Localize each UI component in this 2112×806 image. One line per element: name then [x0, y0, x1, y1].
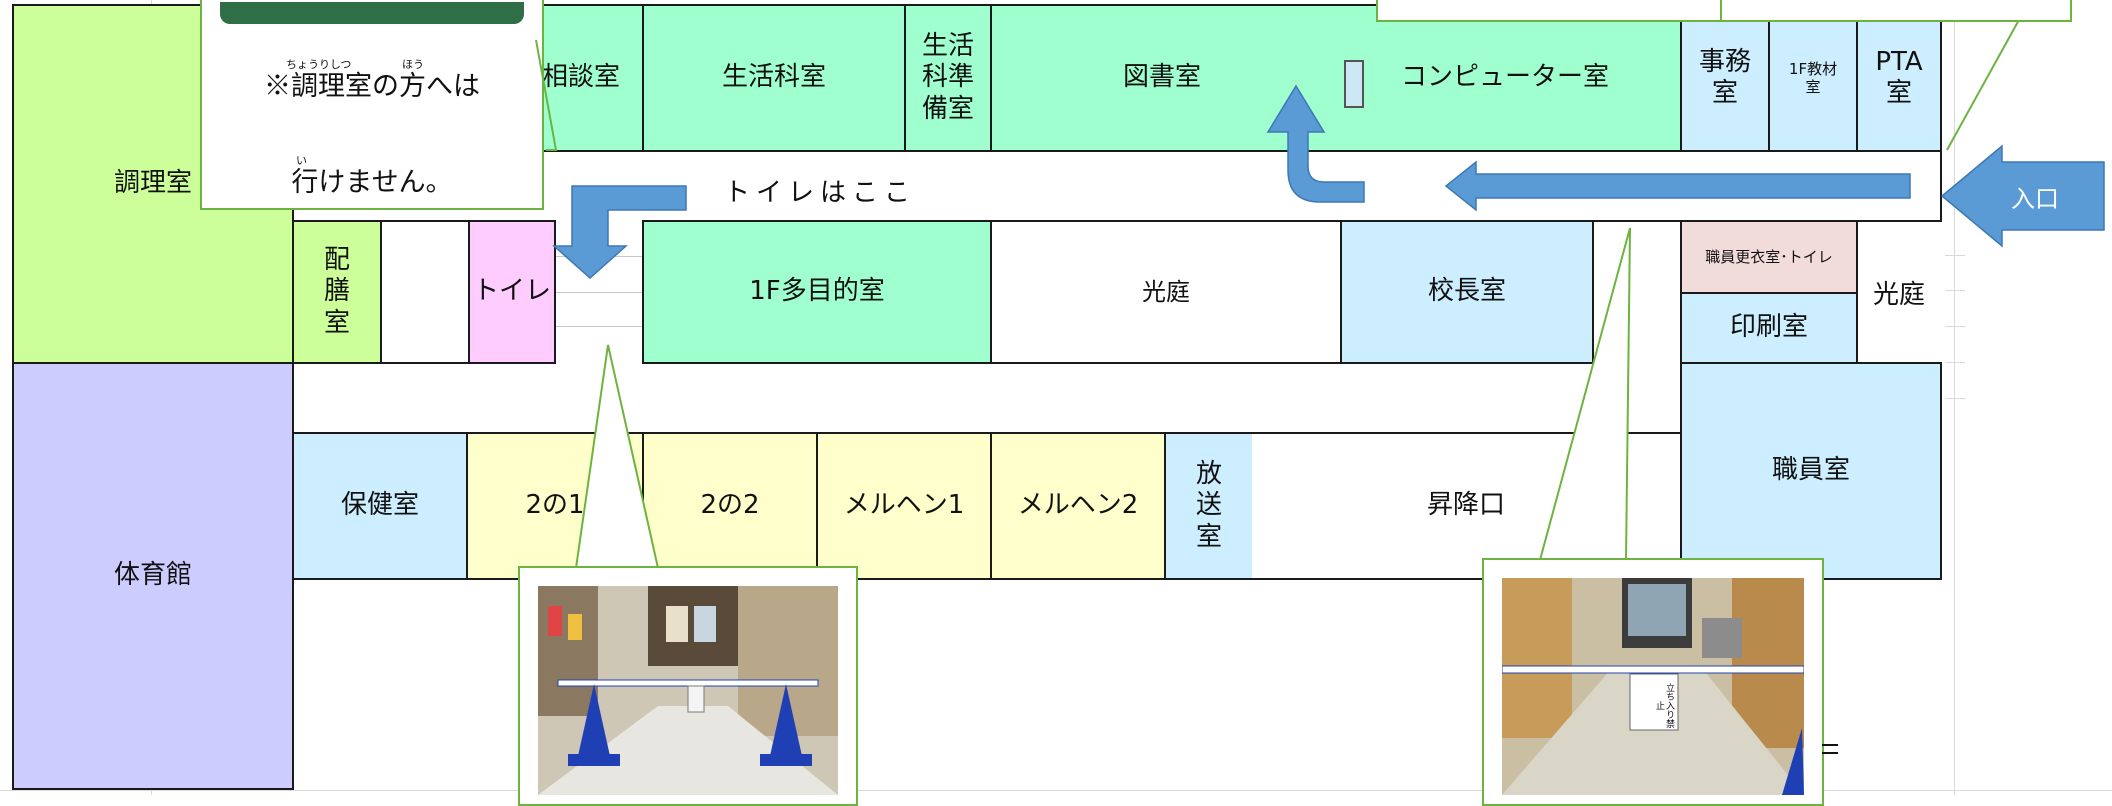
grid-line [1954, 0, 1955, 795]
ruby-i: い [296, 154, 307, 167]
toilet-arrow-icon [552, 185, 687, 280]
callout-top-center [1376, 0, 1720, 22]
grid-line [1945, 398, 1965, 399]
cooking-note-callout [200, 0, 544, 210]
courtyard-right-label: 光庭 [1872, 279, 1925, 310]
room-principal: 校長室 [1340, 220, 1594, 364]
room-pta: PTA 室 [1856, 4, 1942, 152]
grid-line [1945, 290, 1965, 291]
cooking-note-line1: ※調理室の方へは [264, 71, 480, 102]
entrance-arrow-icon [1940, 144, 2105, 248]
room-broadcast: 放 送 室 [1164, 432, 1254, 580]
callout-tail-center [574, 344, 660, 569]
room-serving: 配 膳 室 [292, 220, 382, 364]
callout-tail-left [535, 39, 558, 151]
ruby-chouri: ちょうりしつ [286, 58, 352, 71]
whiteboard-photo-edge [220, 2, 524, 24]
grid-line [1945, 326, 1965, 327]
door-marker [1344, 60, 1364, 108]
room-multipurpose: 1F多目的室 [642, 220, 992, 364]
grid-line [1945, 362, 1965, 363]
library-arrow-icon [1266, 84, 1365, 203]
corridor-wall [1940, 150, 1942, 222]
room-living-prep: 生活 科準 備室 [904, 4, 992, 152]
room-gymnasium: 体育館 [12, 362, 294, 790]
cooking-note-line2: 行けません。 [291, 167, 453, 198]
grid-line [556, 292, 644, 293]
callout-top-right [1718, 0, 2072, 22]
corridor-arrow-icon [1444, 160, 1911, 212]
room-courtyard: 光庭 [990, 220, 1342, 364]
ruby-hou: ほう [402, 58, 424, 71]
hallway-barrier-photo-right [1502, 578, 1804, 795]
room-computer: コンピューター室 [1330, 4, 1682, 152]
room-toilet: トイレ [468, 220, 556, 364]
callout-tail-top-right [1946, 17, 2070, 151]
dash-mark [1822, 752, 1838, 754]
room-living-science: 生活科室 [642, 4, 906, 152]
photo-sign-label: 立ち入り禁止 [1654, 682, 1674, 728]
grid-line [1945, 255, 1965, 256]
callout-divider [1720, 0, 1722, 20]
toilet-here-label: トイレはここ [723, 177, 916, 208]
room-office: 事務 室 [1680, 4, 1770, 152]
grid-line [556, 326, 644, 327]
hallway-barrier-photo-left [538, 586, 838, 795]
room-marchen-2: メルヘン2 [990, 432, 1166, 580]
callout-tail-right [1538, 227, 1631, 561]
dash-mark [1822, 744, 1838, 746]
room-health: 保健室 [292, 432, 468, 580]
room-marchen-1: メルヘン1 [816, 432, 992, 580]
grid-line [0, 790, 2112, 791]
room-staff: 職員室 [1680, 362, 1942, 580]
entrance-label: 入口 [2011, 184, 2059, 213]
